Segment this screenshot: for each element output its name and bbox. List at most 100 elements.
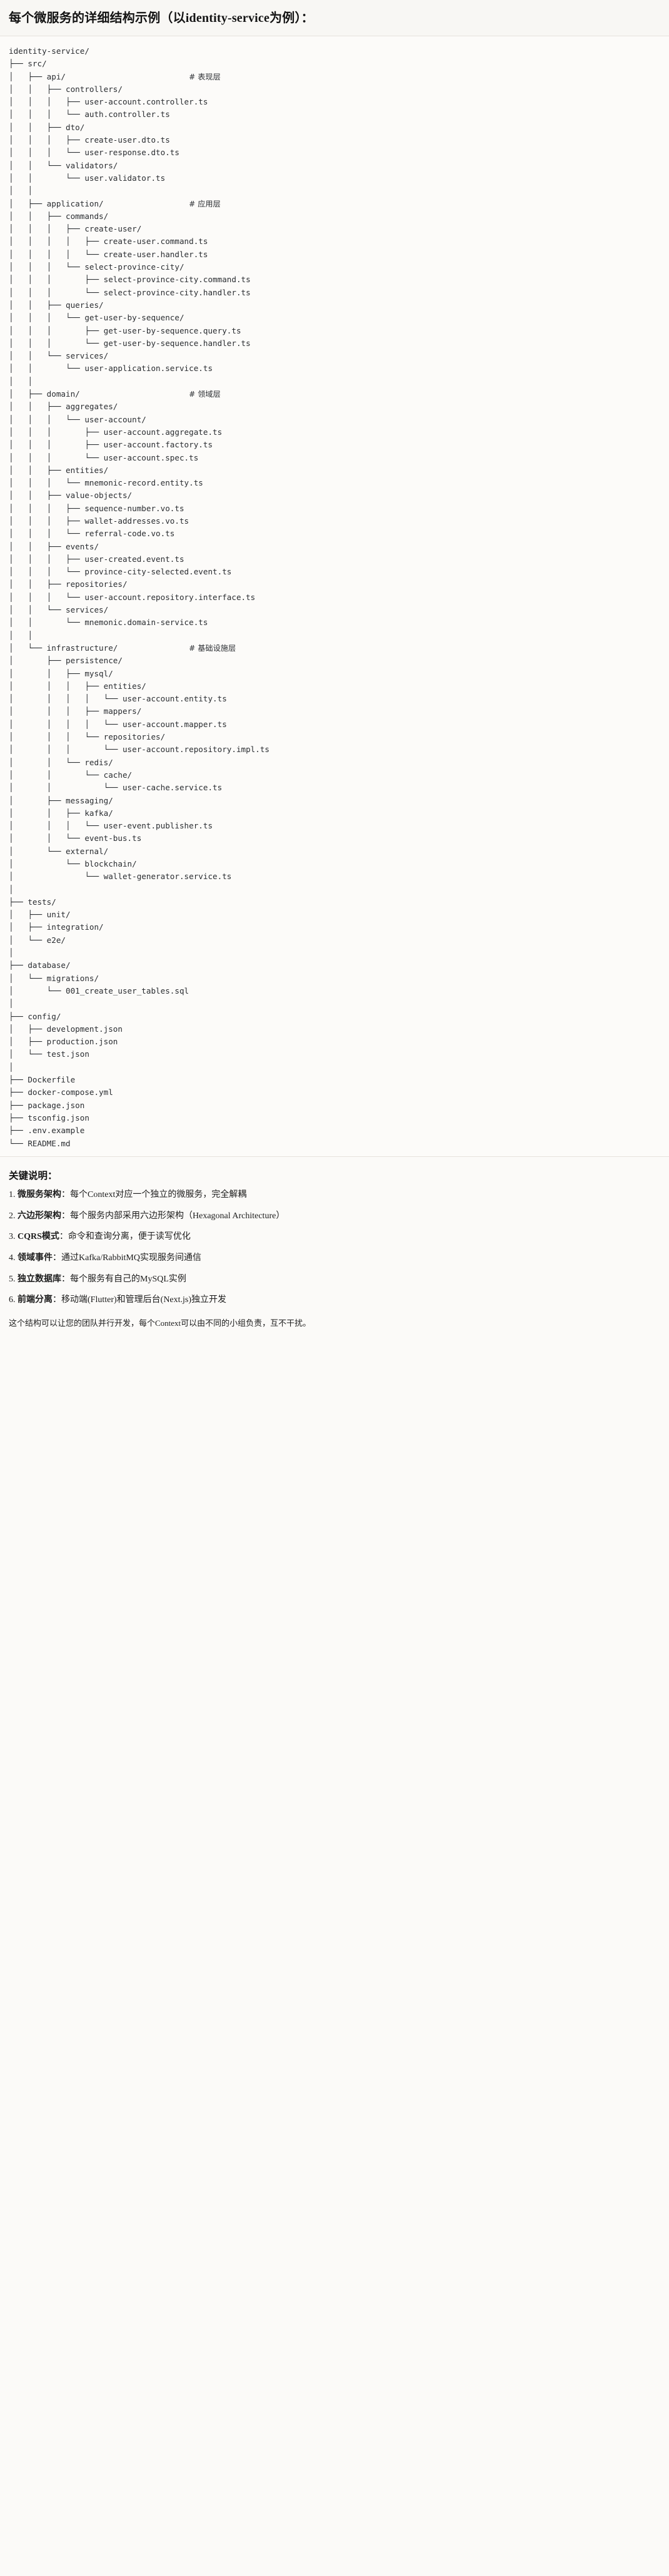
tree-line: │ │ └── services/ xyxy=(9,351,109,361)
tree-line: ├── docker-compose.yml xyxy=(9,1087,113,1097)
tree-line: │ │ ├── value-objects/ xyxy=(9,491,133,501)
key-notes-title: 关键说明： xyxy=(9,1170,58,1181)
tree-comment: # 领域层 xyxy=(189,390,221,399)
key-note-text: 通过Kafka/RabbitMQ实现服务间通信 xyxy=(61,1253,201,1263)
tree-line: │ │ │ └── mnemonic-record.entity.ts xyxy=(9,478,203,488)
tree-line: │ │ └── services/ xyxy=(9,605,109,615)
page-root: 每个微服务的详细结构示例（以identity-service为例）： ident… xyxy=(0,0,669,1341)
tree-line: │ │ │ └── auth.controller.ts xyxy=(9,109,170,120)
tree-line: │ │ └── user-cache.service.ts xyxy=(9,783,223,793)
tree-line: │ │ │ ├── user-created.event.ts xyxy=(9,554,184,564)
tree-line: │ │ │ ├── user-account.factory.ts xyxy=(9,440,213,450)
tree-line: │ │ └── cache/ xyxy=(9,770,133,780)
tree-line: ├── database/ xyxy=(9,960,71,970)
key-note-text: 命令和查询分离，便于读写优化 xyxy=(68,1232,191,1242)
key-note-index: 2. xyxy=(9,1211,18,1221)
tree-line: │ xyxy=(9,1062,14,1072)
key-note-item: 5. 独立数据库：每个服务有自己的MySQL实例 xyxy=(9,1273,660,1286)
tree-line: identity-service/ xyxy=(9,46,89,56)
tree-line: │ │ │ ├── get-user-by-sequence.query.ts xyxy=(9,325,241,335)
key-note-index: 4. xyxy=(9,1253,18,1263)
tree-line: │ ├── production.json xyxy=(9,1037,118,1047)
key-notes-section: 关键说明： 1. 微服务架构：每个Context对应一个独立的微服务，完全解耦 2… xyxy=(0,1156,669,1341)
tree-line: └── README.md xyxy=(9,1138,71,1148)
key-note-index: 3. xyxy=(9,1232,18,1242)
tree-line: │ │ ├── entities/ xyxy=(9,465,109,475)
key-note-item: 4. 领域事件：通过Kafka/RabbitMQ实现服务间通信 xyxy=(9,1251,660,1265)
tree-line: │ │ │ │ └── create-user.handler.ts xyxy=(9,249,208,259)
tree-line: │ │ │ │ ├── create-user.command.ts xyxy=(9,237,208,247)
tree-line: │ │ │ ├── select-province-city.command.t… xyxy=(9,275,251,285)
tree-line: │ └── test.json xyxy=(9,1049,89,1059)
key-note-separator: ： xyxy=(61,1211,70,1221)
key-note-item: 3. CQRS模式：命令和查询分离，便于读写优化 xyxy=(9,1230,660,1244)
tree-line: │ │ │ └── get-user-by-sequence/ xyxy=(9,313,184,323)
tree-line: │ └── 001_create_user_tables.sql xyxy=(9,985,189,995)
key-note-separator: ： xyxy=(61,1274,70,1284)
tree-line: │ ├── messaging/ xyxy=(9,795,113,805)
tree-line: │ │ ├── aggregates/ xyxy=(9,402,118,412)
key-note-separator: ： xyxy=(53,1253,61,1263)
tree-line: ├── package.json xyxy=(9,1100,85,1110)
key-note-text: 每个服务内部采用六边形架构（Hexagonal Architecture） xyxy=(70,1211,285,1221)
tree-line: │ │ │ └── user-account.repository.impl.t… xyxy=(9,745,270,755)
tree-line: │ │ └── event-bus.ts xyxy=(9,833,142,843)
tree-line: ├── tests/ xyxy=(9,897,56,907)
tree-comment: # 基础设施层 xyxy=(189,643,236,653)
key-note-item: 1. 微服务架构：每个Context对应一个独立的微服务，完全解耦 xyxy=(9,1188,660,1202)
key-note-term: 独立数据库 xyxy=(18,1274,61,1284)
tree-line: ├── config/ xyxy=(9,1011,61,1021)
tree-line: │ │ │ ├── mappers/ xyxy=(9,706,142,716)
key-note-term: CQRS模式 xyxy=(18,1232,59,1242)
tree-line: │ │ ├── events/ xyxy=(9,541,99,551)
tree-line: ├── tsconfig.json xyxy=(9,1112,89,1123)
directory-tree-block: identity-service/├── src/│ ├── api/ # 表现… xyxy=(0,36,669,1156)
tree-line: │ │ │ ├── wallet-addresses.vo.ts xyxy=(9,516,189,526)
tree-line: │ │ ├── kafka/ xyxy=(9,808,113,818)
tree-line: │ xyxy=(9,999,14,1009)
tree-line: │ └── migrations/ xyxy=(9,973,99,983)
tree-line: │ │ │ └── select-province-city/ xyxy=(9,262,184,272)
tree-comment: # 应用层 xyxy=(189,199,221,208)
tree-line: │ │ └── redis/ xyxy=(9,757,113,767)
tree-line: │ │ │ └── user-account.spec.ts xyxy=(9,452,199,462)
tree-comment: # 表现层 xyxy=(189,72,221,81)
tree-line: │ │ │ ├── user-account.aggregate.ts xyxy=(9,427,223,437)
tree-line: │ │ └── user-application.service.ts xyxy=(9,364,213,374)
tree-line: │ │ ├── dto/ xyxy=(9,122,85,132)
tree-line: │ ├── development.json xyxy=(9,1024,123,1034)
key-note-index: 6. xyxy=(9,1295,18,1305)
tree-line: │ │ │ │ └── user-account.entity.ts xyxy=(9,694,227,704)
tree-line: │ │ ├── queries/ xyxy=(9,300,104,310)
key-note-separator: ： xyxy=(59,1232,68,1242)
tree-line: │ │ │ │ └── user-account.mapper.ts xyxy=(9,719,227,729)
key-note-item: 2. 六边形架构：每个服务内部采用六边形架构（Hexagonal Archite… xyxy=(9,1209,660,1223)
tree-line: │ │ │ └── get-user-by-sequence.handler.t… xyxy=(9,338,251,348)
tree-line: │ │ xyxy=(9,376,33,386)
tree-line: │ │ │ ├── create-user/ xyxy=(9,224,142,234)
tree-line: │ │ │ └── referral-code.vo.ts xyxy=(9,529,175,539)
tree-line: ├── Dockerfile xyxy=(9,1075,76,1085)
key-note-index: 5. xyxy=(9,1274,18,1284)
tree-line: │ │ ├── repositories/ xyxy=(9,579,128,589)
key-note-term: 微服务架构 xyxy=(18,1189,61,1199)
key-note-text: 移动端(Flutter)和管理后台(Next.js)独立开发 xyxy=(61,1295,227,1305)
tree-line: │ │ ├── commands/ xyxy=(9,211,109,221)
document-header: 每个微服务的详细结构示例（以identity-service为例）： xyxy=(0,0,669,36)
tree-line: │ │ xyxy=(9,186,33,196)
directory-tree: identity-service/├── src/│ ├── api/ # 表现… xyxy=(9,45,660,1150)
tree-line: │ ├── application/ # 应用层 xyxy=(9,198,221,208)
tree-line: ├── .env.example xyxy=(9,1126,85,1136)
tree-line: │ └── wallet-generator.service.ts xyxy=(9,872,232,882)
tree-line: ├── src/ xyxy=(9,59,47,69)
tree-line: │ │ ├── mysql/ xyxy=(9,668,113,678)
key-note-term: 六边形架构 xyxy=(18,1211,61,1221)
key-note-item: 6. 前端分离：移动端(Flutter)和管理后台(Next.js)独立开发 xyxy=(9,1293,660,1307)
tree-line: │ └── external/ xyxy=(9,846,109,856)
tree-line: │ │ │ └── user-response.dto.ts xyxy=(9,148,179,158)
tree-line: │ xyxy=(9,884,14,894)
key-note-text: 每个服务有自己的MySQL实例 xyxy=(70,1274,186,1284)
tree-line: │ │ │ └── province-city-selected.event.t… xyxy=(9,567,232,577)
page-title: 每个微服务的详细结构示例（以identity-service为例）： xyxy=(9,11,314,25)
tree-line: │ ├── integration/ xyxy=(9,922,104,932)
